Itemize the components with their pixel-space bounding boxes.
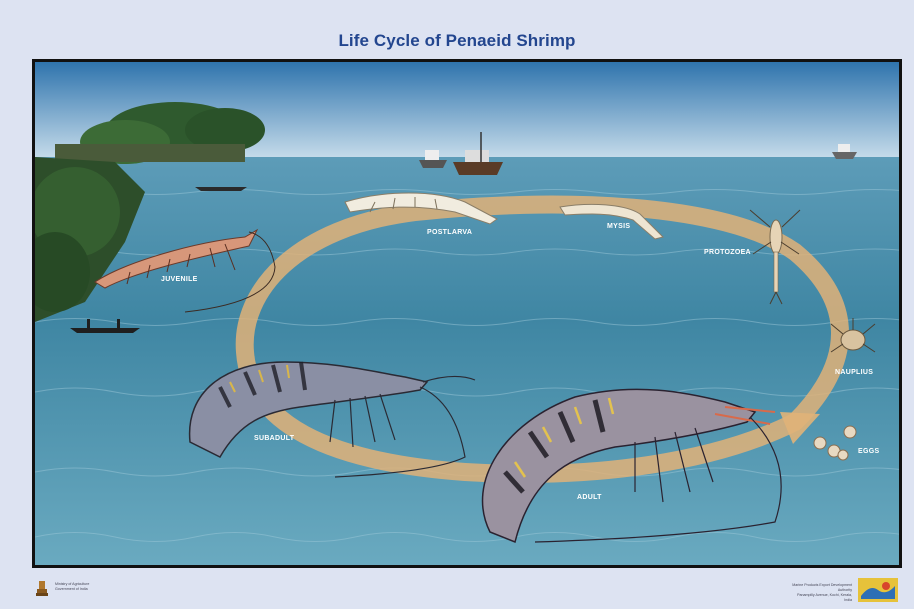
label-subadult: SUBADULT bbox=[254, 435, 295, 442]
footer-right-line1: Marine Products Export Development Autho… bbox=[790, 583, 852, 593]
publisher-logo-icon bbox=[858, 578, 898, 602]
footer-left-line2: Government of India bbox=[55, 587, 89, 592]
label-juvenile: JUVENILE bbox=[161, 276, 198, 283]
footer-ministry: Ministry of Agriculture Government of In… bbox=[55, 582, 89, 592]
label-mysis: MYSIS bbox=[607, 223, 630, 230]
label-adult: ADULT bbox=[577, 494, 602, 501]
scene-illustration: POSTLARVA MYSIS PROTOZOEA NAUPLIUS EGGS … bbox=[35, 62, 899, 565]
emblem-icon bbox=[34, 579, 50, 598]
diagram-title: Life Cycle of Penaeid Shrimp bbox=[0, 31, 914, 51]
sea bbox=[35, 157, 899, 565]
life-cycle-scene: POSTLARVA MYSIS PROTOZOEA NAUPLIUS EGGS … bbox=[32, 59, 902, 568]
label-protozoea: PROTOZOEA bbox=[704, 249, 751, 256]
footer-publisher: Marine Products Export Development Autho… bbox=[790, 583, 852, 603]
label-postlarva: POSTLARVA bbox=[427, 229, 472, 236]
canoe-upper bbox=[195, 187, 247, 191]
label-eggs: EGGS bbox=[858, 448, 879, 455]
label-nauplius: NAUPLIUS bbox=[835, 369, 873, 376]
footer-right-line2: Panampilly Avenue, Kochi, Kerala, India bbox=[790, 593, 852, 603]
